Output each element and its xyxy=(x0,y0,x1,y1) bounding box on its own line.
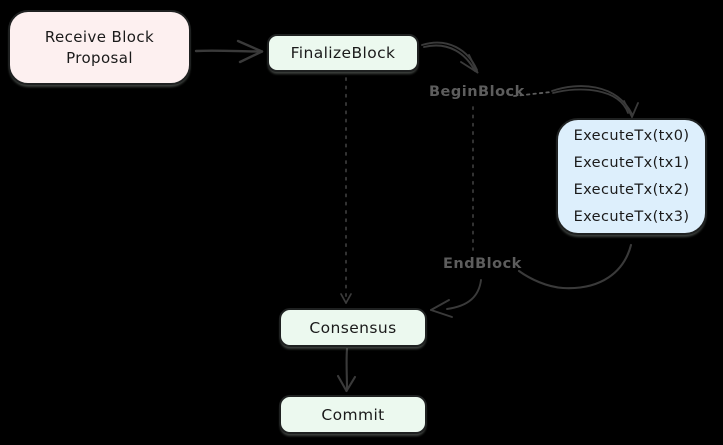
node-execute-tx: ExecuteTx(tx0) ExecuteTx(tx1) ExecuteTx(… xyxy=(556,118,707,235)
arrow-consensus-to-commit xyxy=(336,347,357,393)
node-commit-label: Commit xyxy=(321,405,385,424)
node-commit: Commit xyxy=(279,395,427,434)
node-finalize-block: FinalizeBlock xyxy=(267,34,419,72)
edge-label-begin-block: BeginBlock xyxy=(429,84,525,100)
execute-tx-line-0: ExecuteTx(tx0) xyxy=(573,127,690,144)
arrow-finalize-to-beginblock xyxy=(421,41,479,74)
execute-tx-line-2: ExecuteTx(tx2) xyxy=(573,181,690,198)
arrow-endblock-to-consensus xyxy=(430,279,482,318)
node-receive-block-proposal: Receive Block Proposal xyxy=(8,10,191,85)
execute-tx-line-1: ExecuteTx(tx1) xyxy=(573,154,690,171)
arrow-beginblock-to-executetx xyxy=(551,85,639,118)
dotted-line-finalize-to-consensus xyxy=(340,77,352,304)
node-finalize-block-label: FinalizeBlock xyxy=(290,44,396,62)
node-receive-block-proposal-label: Receive Block Proposal xyxy=(44,27,155,67)
node-consensus-label: Consensus xyxy=(309,318,397,337)
arrow-receive-to-finalize xyxy=(194,39,264,64)
curve-executetx-to-endblock xyxy=(517,243,633,290)
execute-tx-line-3: ExecuteTx(tx3) xyxy=(573,208,690,225)
node-consensus: Consensus xyxy=(279,308,427,347)
edge-label-end-block: EndBlock xyxy=(443,256,522,272)
